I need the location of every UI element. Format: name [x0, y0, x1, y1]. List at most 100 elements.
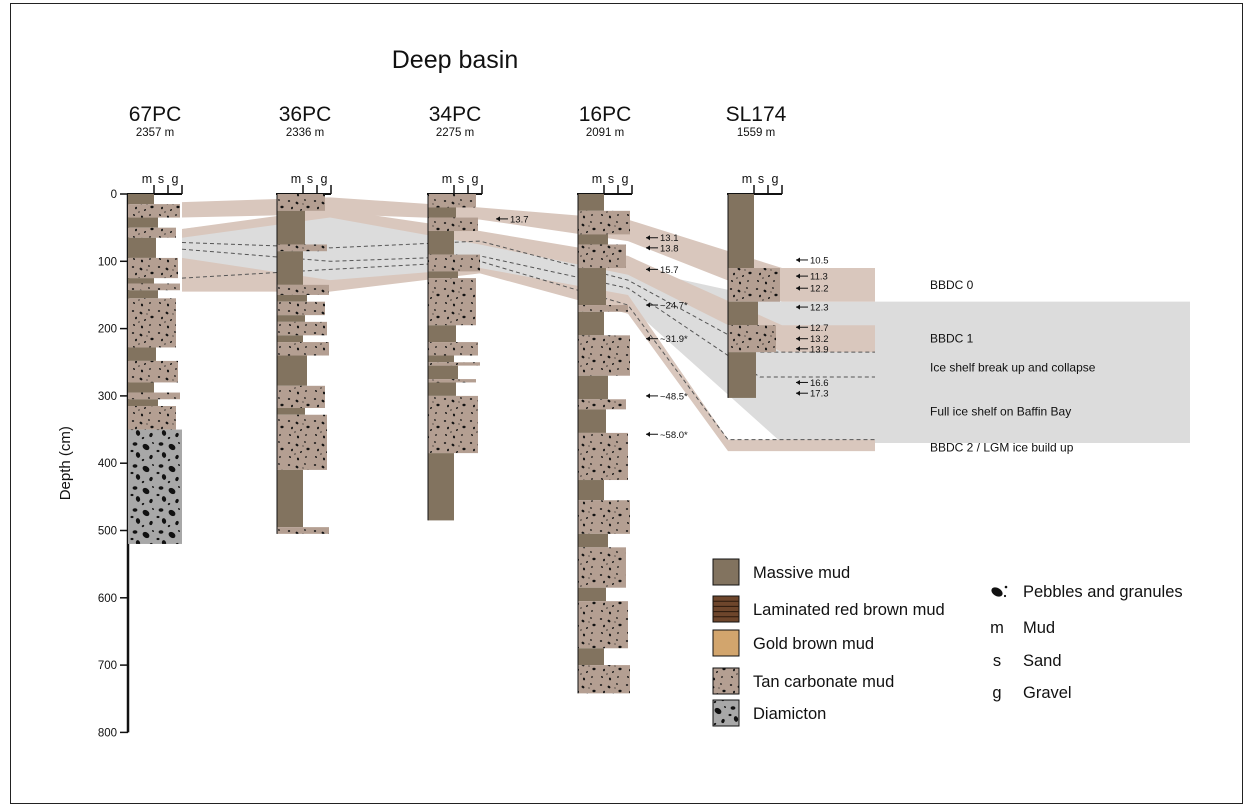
unit-tan — [428, 379, 476, 383]
unit-tan — [128, 298, 176, 348]
age-marker: 13.8 — [646, 243, 679, 254]
age-marker: ~48.5* — [646, 391, 688, 402]
unit-mud — [578, 234, 608, 245]
arrow-head — [796, 304, 800, 310]
age-label: ~31.9* — [660, 334, 688, 345]
age-marker: ~31.9* — [646, 334, 688, 345]
unit-mud — [578, 311, 604, 336]
dashed-correlation-3 — [181, 260, 875, 441]
scale-letter-m: m — [142, 172, 152, 186]
unit-mud — [428, 231, 454, 255]
legend-label: Gravel — [1023, 684, 1072, 702]
unit-mud — [277, 294, 307, 302]
age-label: ~58.0* — [660, 430, 688, 441]
unit-tan — [728, 325, 776, 353]
core-water-depth: 2357 m — [136, 127, 174, 139]
scale-letter-g: g — [172, 172, 179, 186]
age-label: 16.6 — [810, 378, 829, 389]
unit-tan — [277, 284, 329, 295]
unit-tan — [578, 399, 626, 410]
unit-tan — [728, 268, 780, 302]
scale-letter-s: s — [758, 172, 764, 186]
core-name: 16PC — [579, 103, 632, 126]
age-marker: 13.1 — [646, 233, 679, 244]
unit-mud — [128, 399, 158, 406]
legend-label: Sand — [1023, 652, 1062, 670]
unit-tan — [277, 414, 327, 470]
unit-tan — [128, 283, 180, 291]
core-water-depth: 2275 m — [436, 127, 474, 139]
age-label: 13.7 — [510, 214, 529, 225]
unit-mud — [578, 375, 608, 400]
age-label: 13.8 — [660, 243, 679, 254]
tick-label: 600 — [98, 593, 117, 605]
legend-swatch-laminated — [712, 595, 740, 623]
scale-letter-g: g — [472, 172, 479, 186]
tick-label: 0 — [111, 189, 117, 201]
age-marker: 15.7 — [646, 265, 679, 276]
zone-label: BBDC 2 / LGM ice build up — [930, 441, 1074, 455]
diagram-title: Deep basin — [392, 46, 518, 74]
unit-tan — [428, 395, 478, 454]
scale-letter-m: m — [742, 172, 752, 186]
core-water-depth: 1559 m — [737, 127, 775, 139]
tick-label: 400 — [98, 458, 117, 470]
age-marker: 13.2 — [796, 334, 829, 345]
unit-tan — [578, 305, 628, 312]
unit-tan — [428, 362, 480, 366]
arrow-head — [796, 379, 800, 385]
scale-letter-g: g — [772, 172, 779, 186]
unit-tan — [128, 204, 180, 218]
age-label: 12.2 — [810, 284, 829, 295]
tick-label: 800 — [98, 727, 117, 739]
arrow-head — [646, 266, 650, 272]
tick-label: 500 — [98, 526, 117, 538]
legend-swatch-tan — [712, 667, 740, 695]
legend-label: Diamicton — [753, 705, 826, 723]
unit-mud — [428, 325, 456, 343]
unit-tan — [578, 210, 630, 235]
unit-mud — [128, 278, 154, 284]
age-label: 13.9 — [810, 344, 829, 355]
age-label: 13.1 — [660, 233, 679, 244]
band-bbdc1 — [182, 208, 875, 353]
core-name: SL174 — [726, 103, 787, 126]
arrow-head — [646, 245, 650, 251]
unit-mud — [277, 469, 303, 528]
unit-tan — [578, 665, 630, 694]
unit-mud — [428, 207, 456, 218]
arrow-head — [796, 285, 800, 291]
core-water-depth: 2336 m — [286, 127, 324, 139]
core-water-depth: 2091 m — [586, 127, 624, 139]
age-label: ~24.7* — [660, 301, 688, 312]
unit-tan — [277, 301, 325, 316]
unit-mud — [428, 355, 454, 363]
zone-label: BBDC 0 — [930, 278, 974, 292]
zone-label: Full ice shelf on Baffin Bay — [930, 404, 1071, 418]
age-marker: 16.6 — [796, 378, 829, 389]
age-marker: 17.3 — [796, 389, 829, 400]
unit-tan — [128, 227, 176, 238]
legend-label: Tan carbonate mud — [753, 673, 894, 691]
unit-tan — [578, 601, 628, 649]
arrow-head — [496, 216, 500, 222]
unit-tan — [128, 392, 180, 400]
scale-letter-s: s — [158, 172, 164, 186]
legend-swatch-mud — [712, 558, 740, 586]
unit-tan — [428, 342, 478, 356]
unit-tan — [428, 194, 476, 208]
legend-symbol-g: g — [992, 684, 1001, 702]
arrow-head — [796, 257, 800, 263]
band-bbdc0 — [182, 197, 875, 302]
unit-mud — [428, 453, 454, 521]
age-label: 10.5 — [810, 255, 829, 266]
